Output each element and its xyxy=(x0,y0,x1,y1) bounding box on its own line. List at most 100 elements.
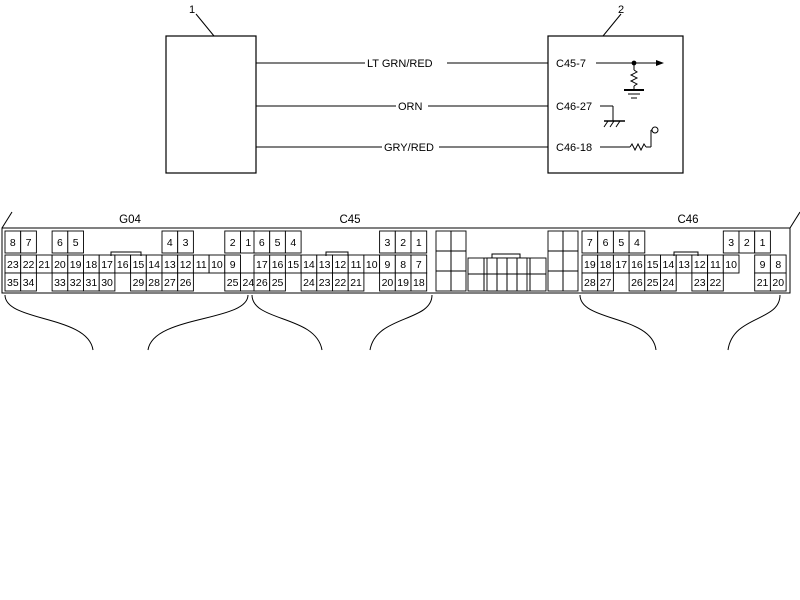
pin-number: 12 xyxy=(335,259,347,271)
component-1-box[interactable] xyxy=(165,35,257,174)
pin-cell[interactable] xyxy=(754,230,771,254)
connector-c45-name: C45 xyxy=(339,214,360,226)
pin-number: 2 xyxy=(230,237,236,249)
pin-number: 10 xyxy=(211,259,223,271)
wire-1-terminal-label: C45-7 xyxy=(556,58,586,70)
pin-number: 30 xyxy=(101,277,113,289)
wire-2-color-label: ORN xyxy=(398,101,423,113)
pin-number: 25 xyxy=(647,277,659,289)
pin-number: 9 xyxy=(230,259,236,271)
pin-number: 4 xyxy=(167,237,173,249)
pin-number: 24 xyxy=(663,277,675,289)
pin-number: 26 xyxy=(631,277,643,289)
pin-number: 26 xyxy=(256,277,268,289)
signal-arrow-icon xyxy=(656,60,664,66)
pin-number: 13 xyxy=(319,259,331,271)
pin-number: 8 xyxy=(775,259,781,271)
pin-number: 6 xyxy=(57,237,63,249)
pin-number: 4 xyxy=(290,237,296,249)
pin-number: 26 xyxy=(180,277,192,289)
wire-1-color-label: LT GRN/RED xyxy=(367,58,433,70)
pin-number: 7 xyxy=(416,259,422,271)
pin-number: 21 xyxy=(38,259,50,271)
pin-cell[interactable] xyxy=(410,230,428,254)
pin-number: 6 xyxy=(603,237,609,249)
strip-left-break xyxy=(1,211,13,229)
pin-number: 10 xyxy=(366,259,378,271)
pin-number: 13 xyxy=(678,259,690,271)
pin-number: 16 xyxy=(272,259,284,271)
pin-number: 14 xyxy=(303,259,315,271)
pin-number: 2 xyxy=(400,237,406,249)
pin-number: 27 xyxy=(164,277,176,289)
pin-number: 17 xyxy=(615,259,627,271)
pin-number: 18 xyxy=(86,259,98,271)
pin-number: 22 xyxy=(335,277,347,289)
pin-cell[interactable] xyxy=(347,272,365,292)
g04-right-brace xyxy=(147,294,249,351)
pin-cell[interactable] xyxy=(660,272,677,292)
c45-key-tab xyxy=(325,251,349,256)
pin-number: 9 xyxy=(385,259,391,271)
pin-number: 1 xyxy=(245,237,251,249)
pin-number: 9 xyxy=(760,259,766,271)
pin-cell[interactable] xyxy=(597,272,614,292)
pin-number: 11 xyxy=(196,259,207,271)
pin-number: 12 xyxy=(694,259,706,271)
pin-number: 12 xyxy=(180,259,192,271)
pin-number: 2 xyxy=(744,237,750,249)
pin-number: 5 xyxy=(275,237,281,249)
pin-number: 13 xyxy=(164,259,176,271)
pin-number: 3 xyxy=(385,237,391,249)
pin-cell[interactable] xyxy=(20,272,37,292)
pin-number: 3 xyxy=(728,237,734,249)
pin-cell[interactable] xyxy=(177,272,194,292)
pin-number: 23 xyxy=(694,277,706,289)
pin-number: 25 xyxy=(227,277,239,289)
strip-right-break xyxy=(789,211,800,229)
pin-number: 15 xyxy=(287,259,299,271)
center-connector-block xyxy=(435,230,579,292)
callout-2-leader xyxy=(602,13,622,37)
pin-number: 7 xyxy=(587,237,593,249)
pin-number: 18 xyxy=(413,277,425,289)
pin-number: 19 xyxy=(397,277,409,289)
pin-number: 20 xyxy=(382,277,394,289)
pin-number: 1 xyxy=(416,237,422,249)
pin-cell[interactable] xyxy=(269,272,286,292)
callout-2-label: 2 xyxy=(618,4,624,16)
pin-number: 29 xyxy=(133,277,145,289)
pin-cell[interactable] xyxy=(769,272,787,292)
pin-number: 16 xyxy=(117,259,129,271)
pin-cell[interactable] xyxy=(177,230,194,254)
pin-number: 23 xyxy=(7,259,19,271)
connector-g04-name: G04 xyxy=(119,214,141,226)
pin-cell[interactable] xyxy=(628,230,646,254)
wire-3-terminal-label: C46-18 xyxy=(556,142,592,154)
pin-number: 14 xyxy=(663,259,675,271)
pin-number: 35 xyxy=(7,277,19,289)
pin-number: 23 xyxy=(319,277,331,289)
pin-number: 8 xyxy=(400,259,406,271)
pin-number: 32 xyxy=(70,277,82,289)
c46-key-tab xyxy=(673,251,699,256)
wire-3-color-label: GRY/RED xyxy=(384,142,434,154)
component-2-box[interactable] xyxy=(547,35,684,174)
pin-number: 16 xyxy=(631,259,643,271)
pin-cell[interactable] xyxy=(284,230,302,254)
pin-cell[interactable] xyxy=(722,254,740,274)
pin-cell[interactable] xyxy=(707,272,724,292)
pin-number: 17 xyxy=(256,259,268,271)
pin-cell[interactable] xyxy=(20,230,37,254)
pin-number: 3 xyxy=(183,237,189,249)
pin-cell[interactable] xyxy=(67,230,84,254)
pin-number: 28 xyxy=(584,277,596,289)
chassis-ground-icon xyxy=(600,105,625,128)
callout-1-label: 1 xyxy=(189,4,195,16)
pin-cell[interactable] xyxy=(98,272,116,292)
pin-number: 18 xyxy=(600,259,612,271)
callout-1-leader xyxy=(195,13,215,37)
pin-cell[interactable] xyxy=(410,272,428,292)
